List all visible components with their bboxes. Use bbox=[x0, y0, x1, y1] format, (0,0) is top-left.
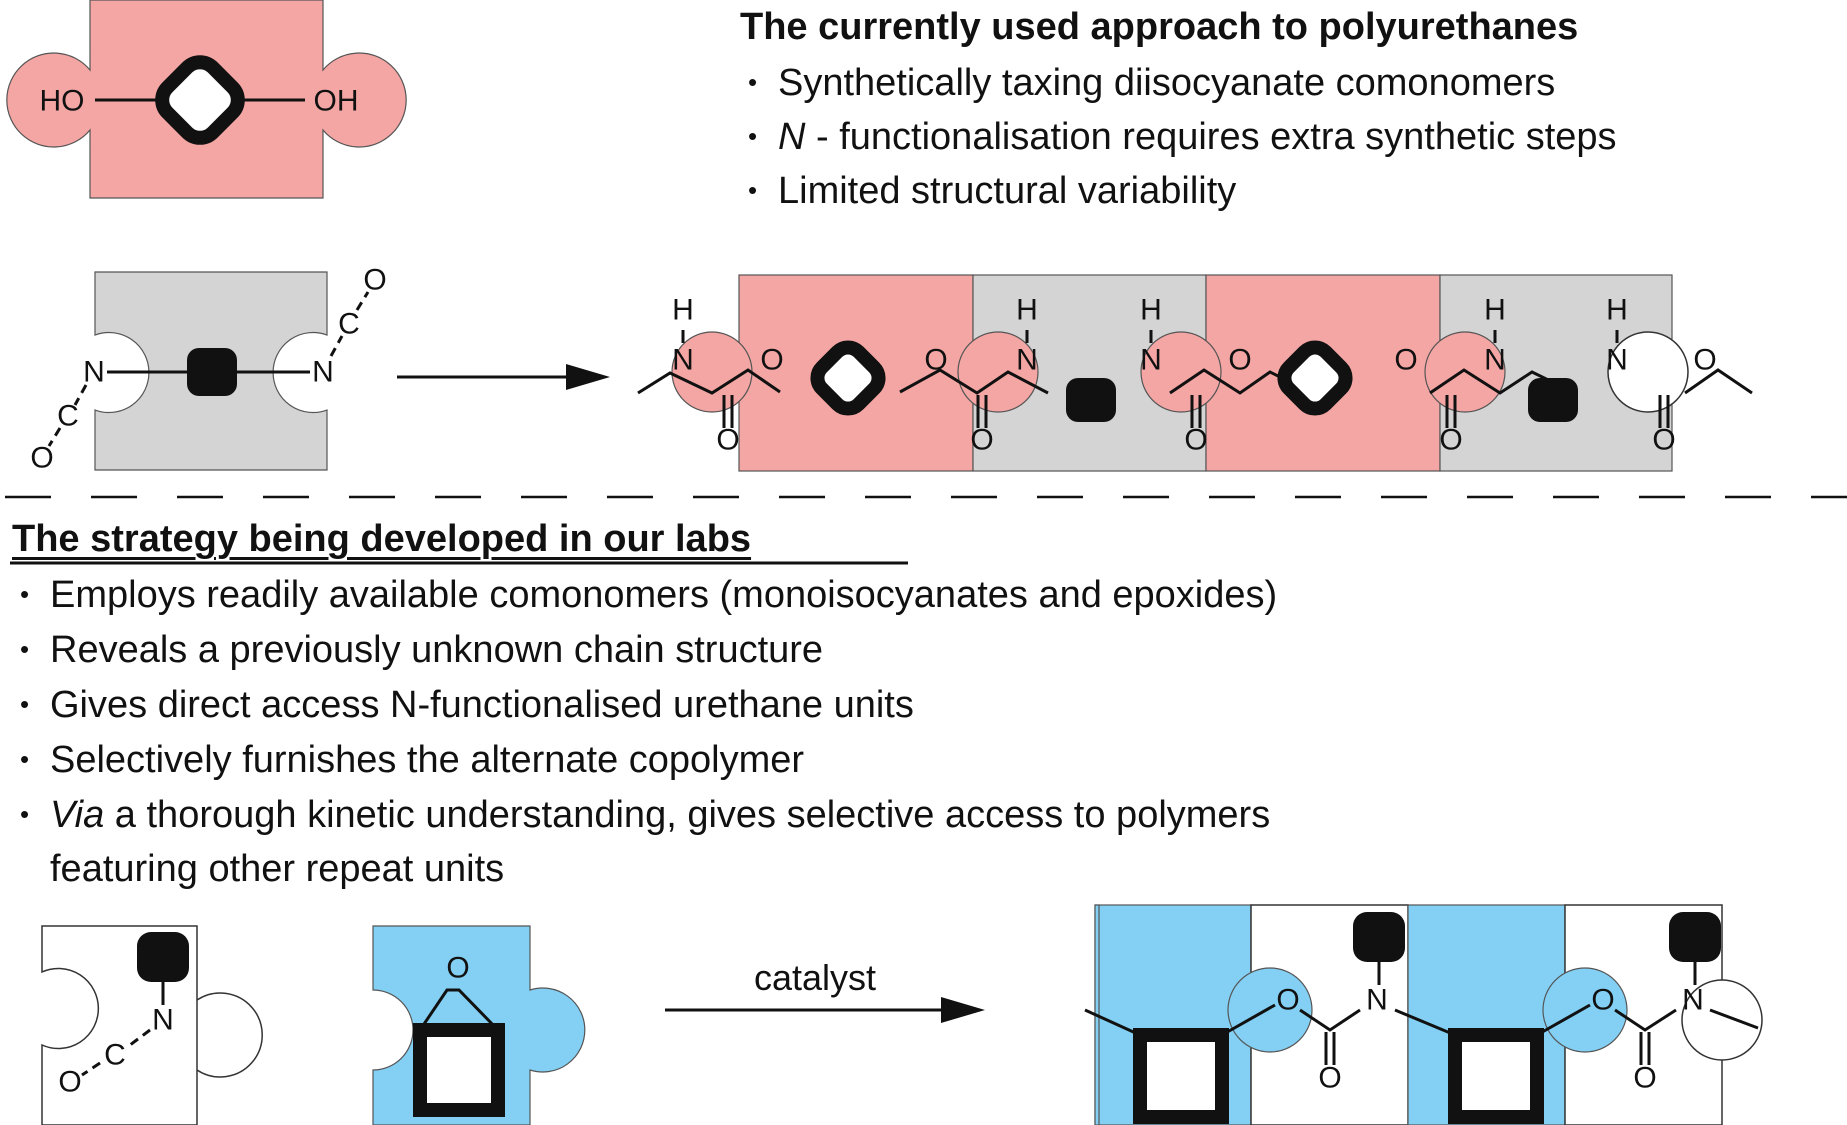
diisocyanate-core-icon bbox=[187, 348, 237, 396]
copolymer-tab bbox=[1227, 967, 1313, 1053]
copolymer-n-label: N bbox=[1682, 984, 1704, 1017]
bottom-bullet-5-cont: featuring other repeat units bbox=[50, 848, 505, 890]
copolymer-o-label: O bbox=[1318, 1062, 1341, 1095]
top-bullet-2-text: N - functionalisation requires extra syn… bbox=[778, 116, 1617, 158]
top-bullet-1-text: Synthetically taxing diisocyanate comono… bbox=[778, 62, 1556, 104]
epoxide-piece: O bbox=[372, 925, 586, 1125]
chain-diiso-core-icon-1 bbox=[1066, 378, 1116, 422]
bullet-icon: • bbox=[20, 689, 30, 719]
bottom-bullet-1-text: Employs readily available comonomers (mo… bbox=[50, 574, 1278, 616]
chain-n-label: N bbox=[1606, 344, 1628, 377]
chain-n-label: N bbox=[672, 344, 694, 377]
iso-o-label: O bbox=[58, 1066, 81, 1099]
isocyanate-piece: N C O bbox=[41, 925, 263, 1125]
chain-h-label: H bbox=[1140, 294, 1162, 327]
chain-tab bbox=[1140, 331, 1222, 413]
iso-c-label: C bbox=[104, 1039, 126, 1072]
chain-o-label: O bbox=[1439, 424, 1462, 457]
top-bullet-1: • Synthetically taxing diisocyanate comon… bbox=[748, 60, 1555, 105]
chain-diiso-core-icon-2 bbox=[1528, 378, 1578, 422]
bottom-bullet-1: • Employs readily available comonomers (m… bbox=[20, 572, 1277, 617]
chain-o-label: O bbox=[1652, 424, 1675, 457]
arrowhead-icon bbox=[941, 997, 985, 1023]
epoxide-o-label: O bbox=[446, 952, 469, 985]
chain-n-label: N bbox=[1140, 344, 1162, 377]
bottom-bullet-3-text: Gives direct access N-functionalised ure… bbox=[50, 684, 914, 726]
bottom-bullet-4-text: Selectively furnishes the alternate copo… bbox=[50, 739, 805, 781]
bullet-icon: • bbox=[748, 121, 758, 151]
bottom-bullet-4: • Selectively furnishes the alternate cop… bbox=[20, 737, 804, 782]
copolymer-tab bbox=[1681, 979, 1763, 1061]
chain-n-label: N bbox=[1484, 344, 1506, 377]
chain-h-label: H bbox=[672, 294, 694, 327]
o-label-left: O bbox=[30, 442, 53, 475]
copolymer-n-label: N bbox=[1366, 984, 1388, 1017]
bullet-icon: • bbox=[748, 67, 758, 97]
iso-n-label: N bbox=[152, 1004, 174, 1037]
bottom-bullet-5-text: Via a thorough kinetic understanding, gi… bbox=[50, 794, 1271, 836]
copolymer-chain: O N O O N O bbox=[1084, 904, 1763, 1125]
bullet-icon: • bbox=[20, 579, 30, 609]
chain-o-label: O bbox=[716, 424, 739, 457]
copolymer-tab bbox=[1542, 967, 1628, 1053]
copolymer-r-group-icon-1 bbox=[1353, 912, 1405, 962]
diol-oh-label: OH bbox=[314, 85, 359, 118]
reaction-arrow-2: catalyst bbox=[665, 957, 985, 1023]
bullet-icon: • bbox=[20, 634, 30, 664]
c-label-left: C bbox=[57, 400, 79, 433]
epoxide-core-icon bbox=[413, 1023, 505, 1117]
copolymer-epoxide-core-icon-2 bbox=[1448, 1028, 1544, 1124]
copolymer-epoxide-core-icon-1 bbox=[1133, 1028, 1229, 1124]
isocyanate-piece-shape bbox=[41, 925, 263, 1125]
catalyst-label: catalyst bbox=[754, 957, 876, 998]
n-label-right: N bbox=[312, 356, 334, 389]
copolymer-o-label: O bbox=[1276, 984, 1299, 1017]
isocyanate-r-group-icon bbox=[137, 932, 189, 982]
diol-ho-label: HO bbox=[40, 85, 85, 118]
copolymer-o-label: O bbox=[1591, 984, 1614, 1017]
bottom-bullet-2-text: Reveals a previously unknown chain struc… bbox=[50, 629, 824, 671]
bottom-heading: The strategy being developed in our labs bbox=[12, 518, 752, 560]
top-heading: The currently used approach to polyureth… bbox=[740, 6, 1579, 48]
diol-piece: HO OH bbox=[6, 0, 407, 199]
chain-diol-core-icon-1 bbox=[810, 340, 886, 416]
diisocyanate-piece: N C O N C O bbox=[30, 264, 386, 475]
diol-core-icon bbox=[155, 55, 245, 145]
arrowhead-icon bbox=[566, 364, 610, 390]
chain-tab bbox=[1607, 331, 1689, 413]
bullet-icon: • bbox=[20, 799, 30, 829]
n-label-left: N bbox=[83, 356, 105, 389]
reaction-arrow-1 bbox=[397, 364, 610, 390]
bottom-bullet-5: • Via a thorough kinetic understanding, g… bbox=[20, 792, 1270, 837]
polyurethane-chain: H N O O O O H N H N O O O O H N H N O O bbox=[637, 274, 1753, 472]
bottom-bullet-3: • Gives direct access N-functionalised ur… bbox=[20, 682, 914, 727]
chain-o-label: O bbox=[1394, 344, 1417, 377]
chain-o-label: O bbox=[924, 344, 947, 377]
chain-h-label: H bbox=[1016, 294, 1038, 327]
bottom-bullet-2: • Reveals a previously unknown chain stru… bbox=[20, 627, 823, 672]
chain-o-label: O bbox=[970, 424, 993, 457]
copolymer-r-group-icon-2 bbox=[1669, 912, 1721, 962]
top-bullet-3: • Limited structural variability bbox=[748, 168, 1236, 213]
chain-o-label: O bbox=[760, 344, 783, 377]
chain-diol-core-icon-2 bbox=[1277, 340, 1353, 416]
top-bullet-3-text: Limited structural variability bbox=[778, 170, 1237, 212]
chain-n-label: N bbox=[1016, 344, 1038, 377]
o-label-right: O bbox=[363, 264, 386, 297]
c-label-right: C bbox=[338, 308, 360, 341]
bullet-icon: • bbox=[748, 175, 758, 205]
chain-o-label: O bbox=[1693, 344, 1716, 377]
chain-o-label: O bbox=[1184, 424, 1207, 457]
chain-h-label: H bbox=[1484, 294, 1506, 327]
top-bullet-2: • N - functionalisation requires extra sy… bbox=[748, 114, 1617, 159]
chain-h-label: H bbox=[1606, 294, 1628, 327]
chain-o-label: O bbox=[1228, 344, 1251, 377]
copolymer-o-label: O bbox=[1633, 1062, 1656, 1095]
bullet-icon: • bbox=[20, 744, 30, 774]
